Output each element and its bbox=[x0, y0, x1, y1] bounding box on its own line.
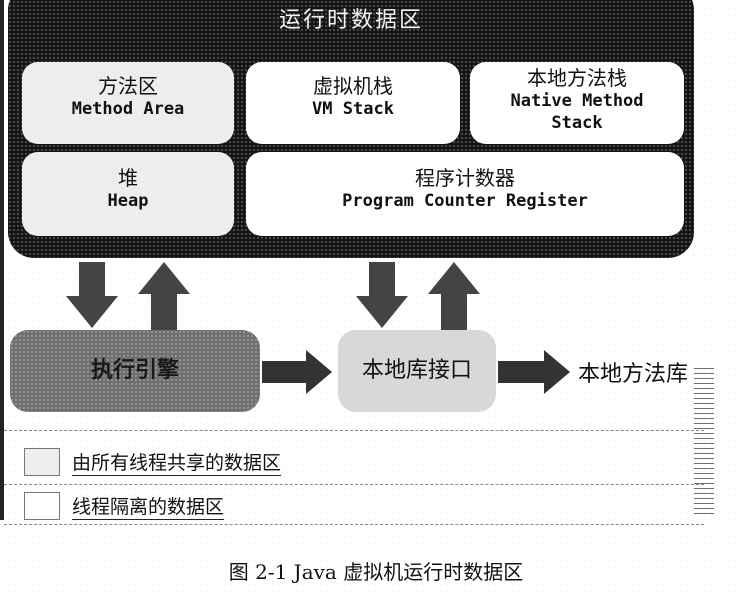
heap-en: Heap bbox=[107, 191, 149, 211]
legend-shared-label: 由所有线程共享的数据区 bbox=[72, 448, 282, 476]
native-method-stack-en-2: Stack bbox=[551, 113, 603, 133]
arrow-engine-to-interface bbox=[262, 350, 332, 394]
arrow-interface-to-library bbox=[498, 350, 572, 394]
vm-stack-en: VM Stack bbox=[312, 99, 394, 119]
legend-isolated: 线程隔离的数据区 bbox=[24, 491, 225, 521]
legend-divider-bottom bbox=[4, 524, 704, 525]
method-area-zh: 方法区 bbox=[98, 74, 158, 98]
heap-box: 堆 Heap bbox=[22, 152, 234, 236]
arrow-down-to-engine bbox=[66, 262, 118, 328]
scan-edge-marks bbox=[694, 368, 714, 518]
execution-engine: 执行引擎 bbox=[10, 330, 260, 412]
native-method-stack-box: 本地方法栈 Native Method Stack bbox=[470, 62, 684, 144]
legend-divider-middle bbox=[4, 484, 704, 485]
program-counter-en: Program Counter Register bbox=[342, 191, 588, 211]
runtime-data-area: 运行时数据区 方法区 Method Area 虚拟机栈 VM Stack 本地方… bbox=[8, 0, 694, 258]
arrow-up-from-engine bbox=[138, 262, 190, 330]
native-method-library: 本地方法库 bbox=[578, 362, 689, 387]
native-interface: 本地库接口 bbox=[338, 330, 496, 412]
arrow-down-to-native-interface bbox=[356, 262, 408, 328]
figure-caption: 图 2-1 Java 虚拟机运行时数据区 bbox=[228, 560, 524, 584]
frame-border bbox=[0, 0, 4, 520]
program-counter-zh: 程序计数器 bbox=[415, 166, 515, 190]
vm-stack-zh: 虚拟机栈 bbox=[313, 74, 393, 98]
legend-divider-top bbox=[4, 430, 704, 431]
method-area-box: 方法区 Method Area bbox=[22, 62, 234, 144]
runtime-data-area-title: 运行时数据区 bbox=[278, 8, 423, 33]
program-counter-box: 程序计数器 Program Counter Register bbox=[246, 152, 684, 236]
legend-isolated-swatch bbox=[24, 492, 60, 520]
legend-shared: 由所有线程共享的数据区 bbox=[24, 447, 282, 477]
method-area-en: Method Area bbox=[71, 99, 185, 119]
native-method-stack-zh: 本地方法栈 bbox=[527, 66, 627, 90]
heap-zh: 堆 bbox=[118, 166, 138, 190]
native-method-stack-en-1: Native Method bbox=[510, 91, 644, 111]
arrow-up-from-native-interface bbox=[428, 262, 480, 330]
vm-stack-box: 虚拟机栈 VM Stack bbox=[246, 62, 460, 144]
legend-shared-swatch bbox=[24, 448, 60, 476]
legend-isolated-label: 线程隔离的数据区 bbox=[72, 492, 225, 520]
